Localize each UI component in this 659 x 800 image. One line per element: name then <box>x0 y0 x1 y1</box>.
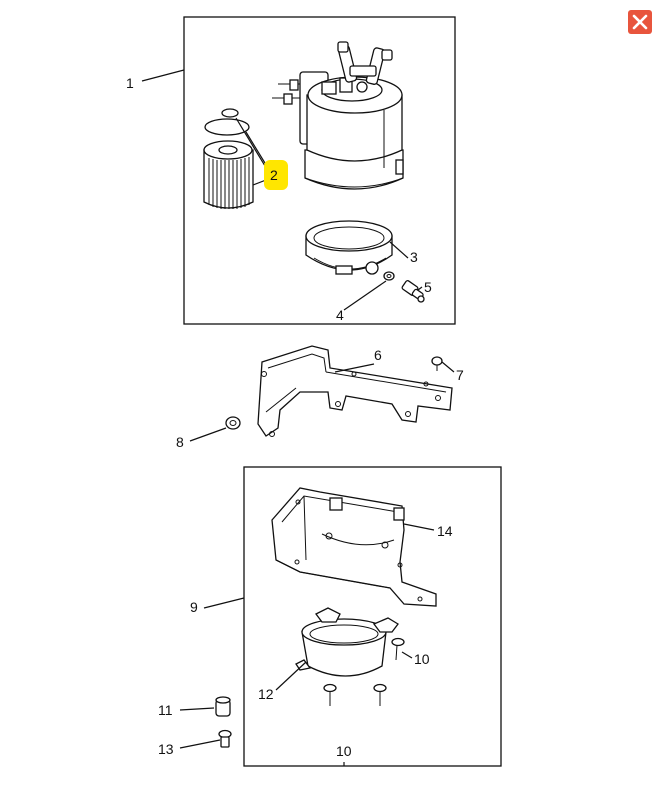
callout-2-highlight <box>264 160 288 190</box>
callout-1: 1 <box>126 75 134 91</box>
callout-10a: 10 <box>414 651 430 667</box>
filter-cup-bracket <box>295 607 399 677</box>
mounting-bracket <box>257 345 453 437</box>
callout-5: 5 <box>424 279 432 295</box>
callout-13: 13 <box>158 741 174 757</box>
callout-2: 2 <box>270 167 278 183</box>
callout-8: 8 <box>176 434 184 450</box>
heat-shield <box>271 487 437 607</box>
callout-7: 7 <box>456 367 464 383</box>
callout-9: 9 <box>190 599 198 615</box>
callout-6: 6 <box>374 347 382 363</box>
washer <box>383 271 395 281</box>
close-icon <box>632 14 648 30</box>
callout-12: 12 <box>258 686 274 702</box>
callout-3: 3 <box>410 249 418 265</box>
hex-bolt <box>218 729 232 748</box>
leader-lines <box>141 69 455 766</box>
filter-bowl <box>305 220 393 275</box>
bracket-nut <box>225 416 241 430</box>
filter-housing <box>272 41 404 190</box>
callout-10b: 10 <box>336 743 352 759</box>
callout-11: 11 <box>158 702 173 718</box>
filter-assembly-frame <box>183 16 456 325</box>
close-button[interactable] <box>628 10 652 34</box>
stud-nut <box>215 696 231 717</box>
bracket-bolt <box>431 356 443 371</box>
drain-valve <box>401 280 425 303</box>
filter-element <box>203 108 254 209</box>
callout-14: 14 <box>437 523 453 539</box>
base-assembly-frame <box>243 466 502 767</box>
cup-bolts <box>323 637 405 706</box>
callout-4: 4 <box>336 307 344 323</box>
